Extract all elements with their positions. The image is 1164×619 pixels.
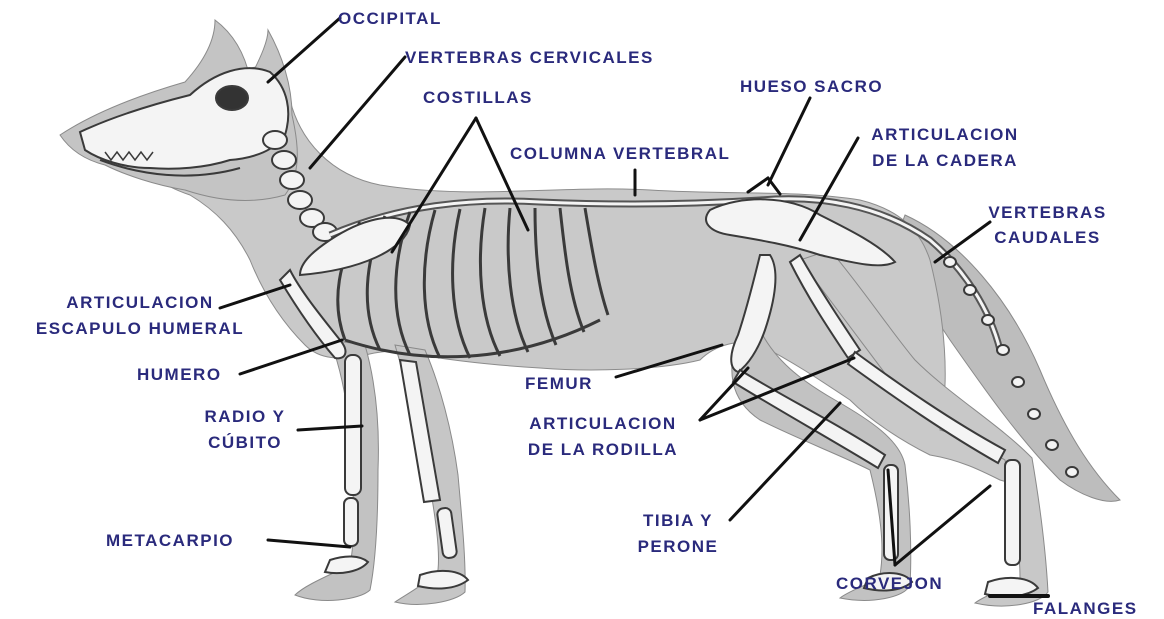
leader-hueso-sacro-c: [768, 178, 780, 194]
label-metacarpio: METACARPIO: [106, 530, 234, 551]
label-radio-cubito-line1: RADIO Y: [195, 406, 295, 427]
label-occipital: OCCIPITAL: [338, 8, 442, 29]
label-corvejon: CORVEJON: [836, 573, 943, 594]
label-articulacion-cadera: ARTICULACION DE LA CADERA: [856, 124, 1034, 171]
label-vertebras-cervicales: VERTEBRAS CERVICALES: [405, 47, 654, 68]
label-humero: HUMERO: [137, 364, 222, 385]
metatarsus-far: [1005, 460, 1020, 565]
label-radio-cubito: RADIO Y CÚBITO: [195, 406, 295, 453]
leader-metacarpio: [268, 540, 350, 547]
label-hueso-sacro: HUESO SACRO: [740, 76, 883, 97]
label-radio-cubito-line2: CÚBITO: [195, 432, 295, 453]
leader-hueso-sacro-b: [748, 178, 768, 192]
leader-occipital: [268, 18, 340, 82]
label-tibia-perone-line1: TIBIA Y: [628, 510, 728, 531]
label-falanges: FALANGES: [1033, 598, 1138, 619]
label-tibia-perone-line2: PERONE: [628, 536, 728, 557]
label-articulacion-cadera-line1: ARTICULACION: [856, 124, 1034, 145]
metacarpus-near: [344, 498, 358, 546]
label-costillas: COSTILLAS: [423, 87, 533, 108]
label-vertebras-caudales-line1: VERTEBRAS: [985, 202, 1110, 223]
label-columna-vertebral: COLUMNA VERTEBRAL: [510, 143, 730, 164]
label-tibia-perone: TIBIA Y PERONE: [628, 510, 728, 557]
label-articulacion-cadera-line2: DE LA CADERA: [856, 150, 1034, 171]
label-articulacion-rodilla: ARTICULACION DE LA RODILLA: [508, 413, 698, 460]
label-articulacion-escapulo-line2: ESCAPULO HUMERAL: [5, 318, 275, 339]
label-articulacion-escapulo-humeral: ARTICULACION ESCAPULO HUMERAL: [5, 292, 275, 339]
label-vertebras-caudales-line2: CAUDALES: [985, 227, 1110, 248]
label-femur: FEMUR: [525, 373, 593, 394]
leader-hueso-sacro-a: [768, 98, 810, 185]
label-articulacion-escapulo-line1: ARTICULACION: [5, 292, 275, 313]
label-articulacion-rodilla-line1: ARTICULACION: [508, 413, 698, 434]
label-vertebras-caudales: VERTEBRAS CAUDALES: [985, 202, 1110, 248]
label-articulacion-rodilla-line2: DE LA RODILLA: [508, 439, 698, 460]
eye-socket: [216, 86, 248, 110]
leader-vertebras-cervicales: [310, 57, 405, 168]
